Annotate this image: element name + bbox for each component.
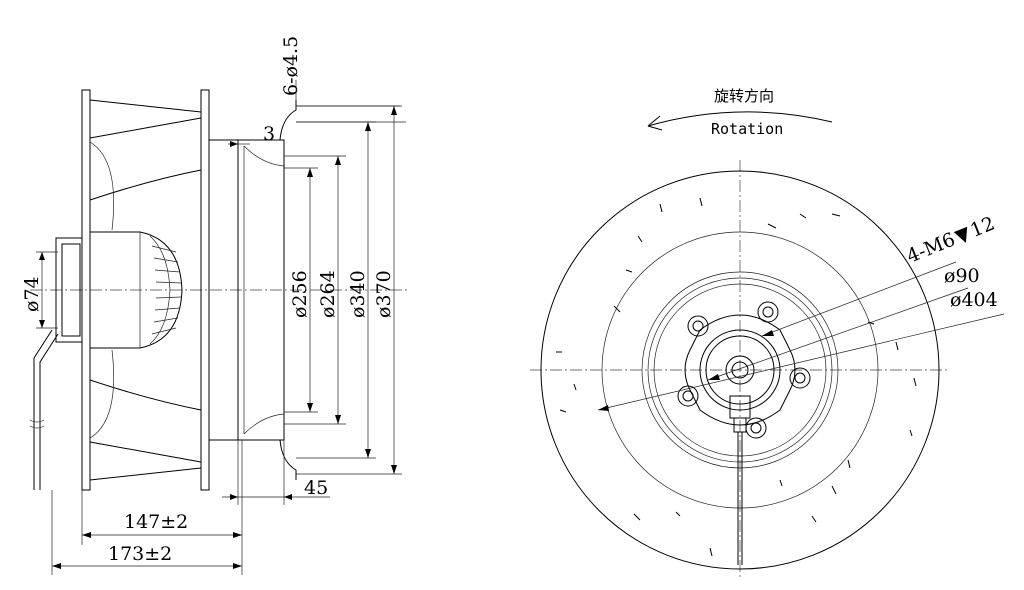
rotation-en-label: Rotation — [711, 120, 783, 138]
dia-74-label: ø74 — [21, 276, 43, 312]
dia-90-label: ø90 — [944, 265, 980, 287]
dia-90-leader — [707, 287, 969, 381]
dia-404-leader — [597, 313, 1005, 411]
blade-slots — [556, 197, 917, 557]
diameter-dimension-lines — [284, 105, 402, 475]
length-173-label: 173±2 — [108, 543, 172, 565]
hole-spec-label: 6-ø4.5 — [280, 36, 302, 96]
motor-body — [89, 231, 183, 349]
side-view: 6-ø4.5 3 ø25 — [21, 36, 410, 575]
motor-hub — [55, 237, 83, 343]
inlet-depth-label: 45 — [304, 477, 328, 499]
shaft-hub — [725, 355, 755, 385]
dia-340-label: ø340 — [347, 270, 369, 318]
dia-264-label: ø264 — [317, 270, 339, 318]
motor-housing — [699, 329, 781, 411]
motor-flange — [684, 314, 796, 426]
dia-404-label: ø404 — [950, 289, 998, 311]
cable — [33, 329, 53, 490]
length-147-label: 147±2 — [124, 511, 188, 533]
thread-spec-label: 4-M6▼12 — [904, 212, 998, 267]
front-view: 旋转方向 Rotation 4-M6▼12 ø90 ø404 — [530, 87, 1005, 580]
outer-diameter-circle — [540, 170, 940, 570]
dia-370-label: ø370 — [373, 270, 395, 318]
flange-thickness-label: 3 — [263, 123, 275, 145]
rotation-arrow — [647, 111, 833, 127]
front-shroud — [200, 89, 210, 491]
dia-256-label: ø256 — [289, 270, 311, 318]
rotation-cn-label: 旋转方向 — [714, 87, 774, 105]
thread-leader — [761, 261, 957, 337]
